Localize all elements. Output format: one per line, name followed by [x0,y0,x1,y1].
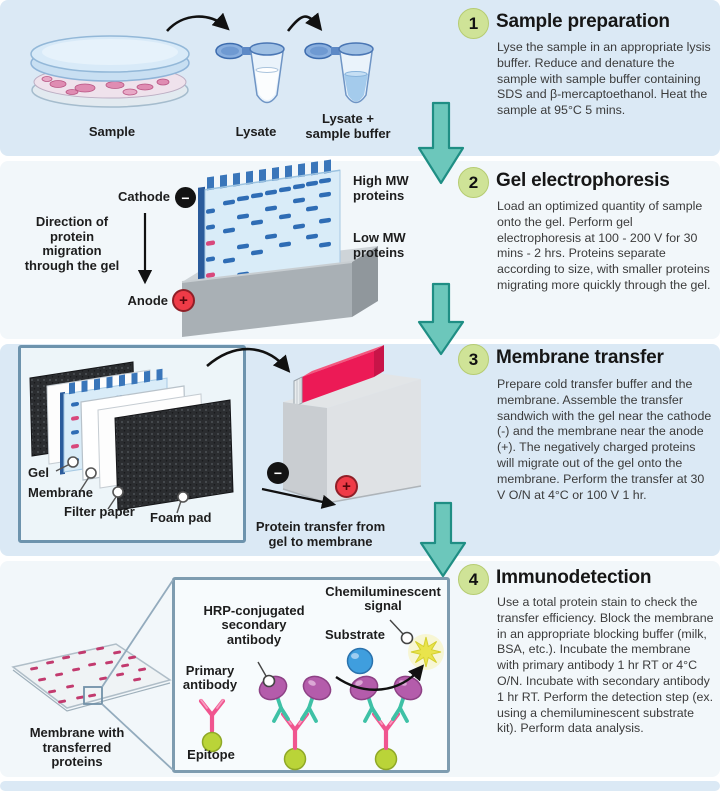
epitope-label: Epitope [187,747,235,762]
membrane-transferred-label: Membrane with transferred proteins [29,725,125,770]
arrow-lysate-to-buffer [286,12,323,32]
anode-sign: + [179,292,188,309]
zoom-line-bottom [101,703,174,771]
cathode-badge: − [175,187,196,208]
filter-paper-label: Filter paper [64,504,135,519]
anode-label: Anode [127,293,168,308]
step-1-number: 1 [458,8,489,39]
lysate-buffer-label: Lysate + sample buffer [305,111,391,141]
hrp-callout-dot [262,674,276,688]
hrp-secondary-label: HRP-conjugated secondary antibody [203,603,305,647]
cathode-label: Cathode [118,189,170,204]
step-1-title: Sample preparation [496,11,670,32]
membrane-slab-end [374,345,384,377]
gel-layer-label: Gel [28,465,49,480]
chemiluminescent-signal-label: Chemiluminescent signal [325,584,441,614]
tube-lysate-buffer [304,42,374,104]
membrane-callout-dot [85,467,97,479]
electrophoresis-gel [198,159,341,293]
blot-membrane-sheet [11,579,174,771]
foam-pad-label: Foam pad [150,510,212,525]
epitope-legend-icon [201,731,223,753]
arrow-sandwich-to-cassette [206,347,291,373]
membrane-slab-front [302,351,374,403]
flow-arrow-3 [419,501,467,578]
step-4-title: Immunodetection [496,567,652,588]
gel-tank-front [182,262,352,337]
high-mw-label: High MW proteins [353,173,409,203]
cathode-sign: − [181,189,190,206]
cell-colonies [41,76,170,96]
substrate-icon [346,647,374,675]
membrane-layer-label: Membrane [28,485,94,500]
membrane-slab-top [302,345,384,377]
petri-dish [30,35,190,108]
step-1-body: Lyse the sample in an appropriate lysis … [497,40,711,118]
flow-arrow-1 [417,101,465,185]
lysate-label: Lysate [235,124,277,139]
filter-paper-callout-dot [112,486,124,498]
transfer-sandwich [29,361,234,514]
transfer-cassette [282,345,422,504]
low-mw-label: Low MW proteins [353,230,406,260]
step-3-title: Membrane transfer [496,347,664,368]
step-3-body: Prepare cold transfer buffer and the mem… [497,377,712,502]
chemiluminescent-star-icon [410,636,442,668]
cassette-front-face [327,379,421,503]
step-3-number: 3 [458,344,489,375]
substrate-label: Substrate [325,627,385,642]
transfer-caption: Protein transfer from gel to membrane [255,519,386,549]
step-4-number: 4 [458,564,489,595]
step-2-title: Gel electrophoresis [496,170,670,191]
step-4-body: Use a total protein stain to check the t… [497,595,714,736]
transfer-direction-arrow [261,487,337,509]
flow-arrow-2 [417,282,465,356]
foam-pad-front [114,399,234,511]
tube-lysate [215,42,285,104]
sample-label: Sample [88,124,136,139]
sandwich-edge [293,376,303,408]
zoom-line-top [101,579,174,688]
signal-callout-dot [400,631,414,645]
cassette-left-face [283,402,327,503]
bottom-strip [0,781,720,791]
transfer-cathode-badge: − [267,462,289,484]
substrate-to-signal-arrow [335,664,425,691]
zoom-square [83,686,103,705]
gel-callout-dot [67,456,79,468]
step-2-number: 2 [458,167,489,198]
gel-wells [207,159,331,191]
arrow-sample-to-lysate [166,12,230,32]
protein-bands [206,177,331,278]
transferred-protein-spots [30,646,147,704]
primary-antibody-legend-icon [198,698,226,734]
step-2-body: Load an optimized quantity of sample ont… [497,199,711,292]
migration-direction-label: Direction of protein migration through t… [24,214,120,273]
foam-pad-callout-dot [177,491,189,503]
primary-antibody-label: Primary antibody [182,663,238,693]
anode-badge: + [172,289,195,312]
transfer-anode-badge: + [335,475,358,498]
gel-tank-side [352,246,378,317]
